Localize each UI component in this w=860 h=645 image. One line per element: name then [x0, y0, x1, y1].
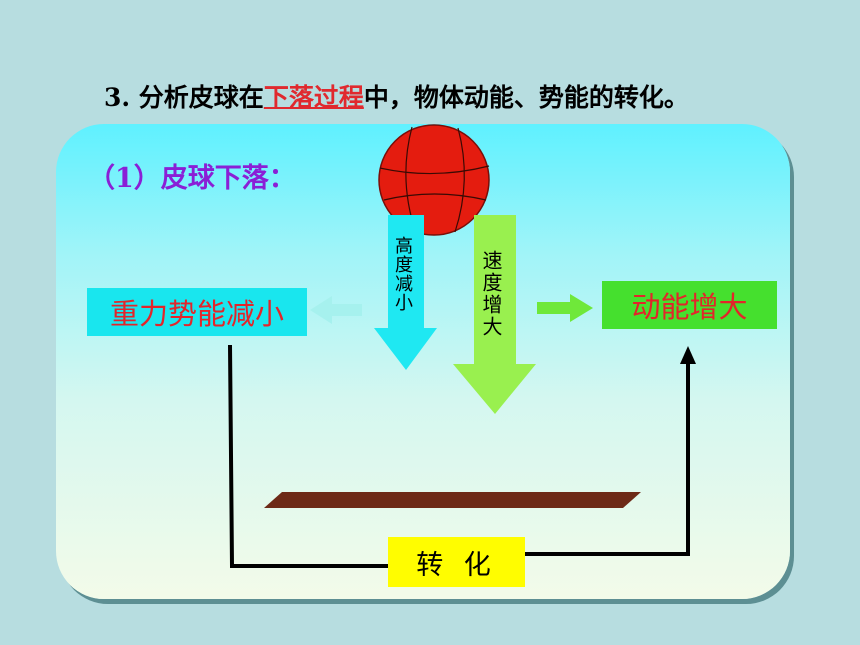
subtitle: （1）皮球下落： — [88, 163, 296, 194]
height-label: 高度减小 — [392, 236, 413, 312]
title-prefix: 3. 分析皮球在 — [104, 83, 264, 112]
right-arrow — [537, 294, 593, 322]
basketball-icon — [378, 124, 490, 236]
conversion-line-right — [525, 362, 690, 556]
conversion-line — [228, 344, 388, 568]
up-arrowhead — [680, 346, 696, 364]
title-suffix: 中，物体动能、势能的转化。 — [363, 83, 689, 112]
kinetic-energy-box: 动能增大 — [602, 281, 777, 329]
speed-label: 速度增大 — [479, 250, 503, 338]
height-down-arrow — [374, 215, 437, 370]
potential-energy-box: 重力势能减小 — [87, 288, 307, 336]
speed-down-arrow — [453, 215, 536, 414]
slide-title: 3. 分析皮球在下落过程中，物体动能、势能的转化。 — [104, 78, 689, 114]
left-arrow — [310, 296, 362, 324]
ground — [264, 492, 641, 508]
title-link[interactable]: 下落过程 — [263, 83, 364, 112]
conversion-box: 转 化 — [388, 537, 525, 587]
